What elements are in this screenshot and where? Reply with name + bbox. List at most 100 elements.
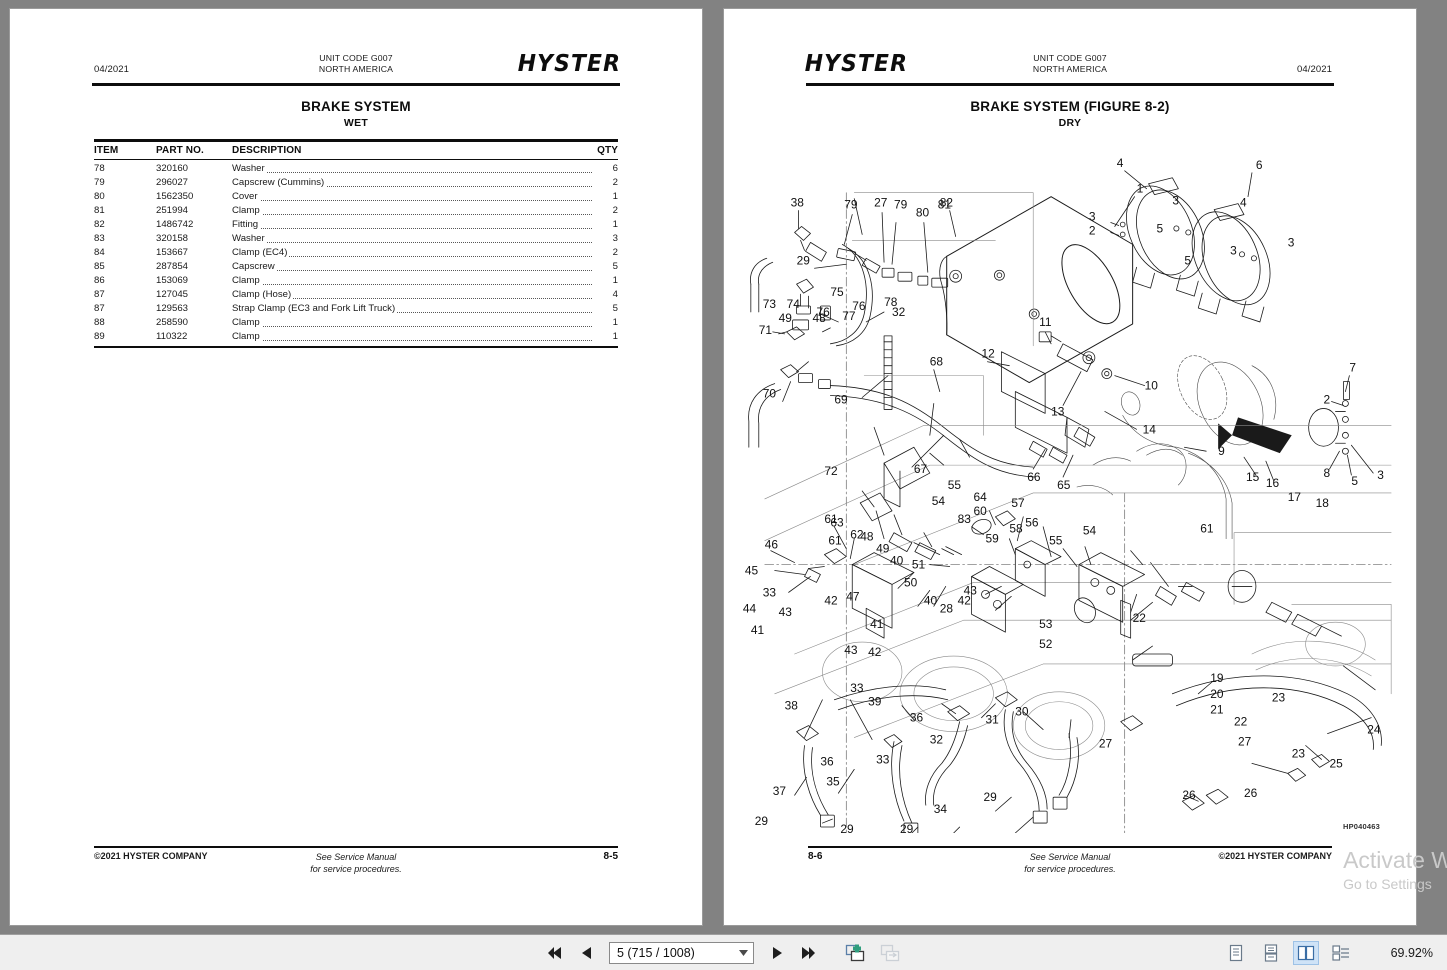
svg-text:8: 8 <box>1324 466 1331 480</box>
svg-text:76: 76 <box>852 299 866 313</box>
svg-text:64: 64 <box>974 490 988 504</box>
cell-qty: 2 <box>612 246 618 258</box>
view-mode-single-page[interactable] <box>1223 941 1249 965</box>
svg-text:1: 1 <box>1137 182 1144 196</box>
cell-item: 85 <box>94 260 105 272</box>
svg-text:42: 42 <box>958 593 972 607</box>
footer-page-number: 8-5 <box>603 851 618 862</box>
page-left[interactable]: 04/2021 UNIT CODE G007 NORTH AMERICA HYS… <box>9 8 703 926</box>
cell-part-no: 258590 <box>156 316 189 328</box>
svg-text:26: 26 <box>1182 788 1196 802</box>
cell-item: 81 <box>94 204 105 216</box>
footer-note-line2: for service procedures. <box>1024 864 1116 874</box>
svg-text:49: 49 <box>779 311 793 325</box>
svg-text:38: 38 <box>791 196 805 210</box>
svg-text:53: 53 <box>1039 617 1053 631</box>
page-title: BRAKE SYSTEM <box>301 99 411 114</box>
view-mode-book[interactable] <box>1328 941 1354 965</box>
description-text: Clamp (Hose) <box>232 288 294 300</box>
page-number-value: 5 (715 / 1008) <box>617 945 695 960</box>
description-text: Capscrew <box>232 260 277 272</box>
first-page-icon <box>548 946 561 959</box>
add-page-icon <box>845 944 865 961</box>
cell-description: Clamp (EC4) <box>232 246 592 260</box>
cell-part-no: 129563 <box>156 302 189 314</box>
svg-text:55: 55 <box>1049 534 1063 548</box>
svg-text:54: 54 <box>932 494 946 508</box>
svg-text:30: 30 <box>1015 705 1029 719</box>
cell-qty: 1 <box>612 316 618 328</box>
previous-page-button[interactable] <box>575 941 597 965</box>
footer-note-line1: See Service Manual <box>1029 852 1111 862</box>
chassis-ghost <box>764 192 1392 760</box>
svg-text:29: 29 <box>797 253 811 267</box>
document-viewport[interactable]: 04/2021 UNIT CODE G007 NORTH AMERICA HYS… <box>0 0 1447 934</box>
svg-text:76: 76 <box>816 305 830 319</box>
page-right[interactable]: 04/2021 UNIT CODE G007 NORTH AMERICA HYS… <box>723 8 1417 926</box>
description-text: Capscrew (Cummins) <box>232 176 327 188</box>
svg-text:36: 36 <box>910 711 924 725</box>
cell-part-no: 1562350 <box>156 190 194 202</box>
replace-page-button[interactable] <box>877 941 903 965</box>
svg-text:41: 41 <box>751 623 765 637</box>
header-unit-code-line: UNIT CODE G007 <box>319 53 393 63</box>
last-page-button[interactable] <box>797 941 819 965</box>
svg-text:34: 34 <box>934 802 948 816</box>
footer-note-line2: for service procedures. <box>310 864 402 874</box>
svg-text:27: 27 <box>1238 735 1252 749</box>
add-page-button[interactable] <box>842 941 868 965</box>
column-header-qty: QTY <box>597 144 618 156</box>
svg-text:55: 55 <box>948 478 962 492</box>
svg-text:62: 62 <box>850 528 864 542</box>
svg-text:75: 75 <box>830 285 844 299</box>
svg-text:33: 33 <box>876 752 890 766</box>
header-date: 04/2021 <box>94 64 130 75</box>
footer-rule <box>94 845 618 848</box>
first-page-button[interactable] <box>544 941 566 965</box>
svg-text:82: 82 <box>940 196 954 210</box>
svg-text:17: 17 <box>1288 490 1302 504</box>
page-subtitle: WET <box>343 117 369 129</box>
chevron-down-icon[interactable] <box>737 949 749 956</box>
svg-text:3: 3 <box>1089 210 1096 224</box>
cell-description: Washer <box>232 232 592 246</box>
cell-qty: 4 <box>612 288 618 300</box>
view-mode-continuous[interactable] <box>1258 941 1284 965</box>
drawing-number: HP040463 <box>1342 822 1380 831</box>
lower-air-lines <box>796 653 1382 833</box>
svg-text:70: 70 <box>763 387 777 401</box>
leader-dots <box>232 339 592 341</box>
svg-text:51: 51 <box>912 558 926 572</box>
svg-text:3: 3 <box>1377 468 1384 482</box>
svg-text:69: 69 <box>834 392 848 406</box>
footer-copyright: ©2021 HYSTER COMPANY <box>1218 851 1333 861</box>
view-mode-two-page[interactable] <box>1293 940 1319 965</box>
leader-dots <box>232 199 592 201</box>
description-text: Strap Clamp (EC3 and Fork Lift Truck) <box>232 302 398 314</box>
svg-text:81: 81 <box>938 198 952 212</box>
svg-text:11: 11 <box>1039 315 1052 329</box>
zoom-level-label[interactable]: 69.92% <box>1390 945 1433 960</box>
next-page-button[interactable] <box>766 941 788 965</box>
description-text: Clamp <box>232 274 262 286</box>
cell-qty: 6 <box>612 162 618 174</box>
last-page-icon <box>802 946 815 959</box>
callout-leaders <box>770 170 1376 833</box>
cell-item: 87 <box>94 288 105 300</box>
page-title-block-right: BRAKE SYSTEM (FIGURE 8-2) DRY <box>724 99 1416 129</box>
svg-text:15: 15 <box>1246 470 1260 484</box>
cell-item: 86 <box>94 274 105 286</box>
page-number-select[interactable]: 5 (715 / 1008) <box>609 941 754 964</box>
svg-text:78: 78 <box>884 295 898 309</box>
svg-text:27: 27 <box>874 196 888 210</box>
svg-text:4: 4 <box>1240 196 1247 210</box>
svg-text:36: 36 <box>820 754 834 768</box>
cell-item: 80 <box>94 190 105 202</box>
header-unit-code: UNIT CODE G007 NORTH AMERICA <box>724 53 1416 75</box>
cell-description: Capscrew (Cummins) <box>232 176 592 190</box>
cell-qty: 1 <box>612 274 618 286</box>
page-navigation-group: 5 (715 / 1008) <box>0 941 1447 965</box>
tank-mounting-straps <box>1110 177 1271 323</box>
